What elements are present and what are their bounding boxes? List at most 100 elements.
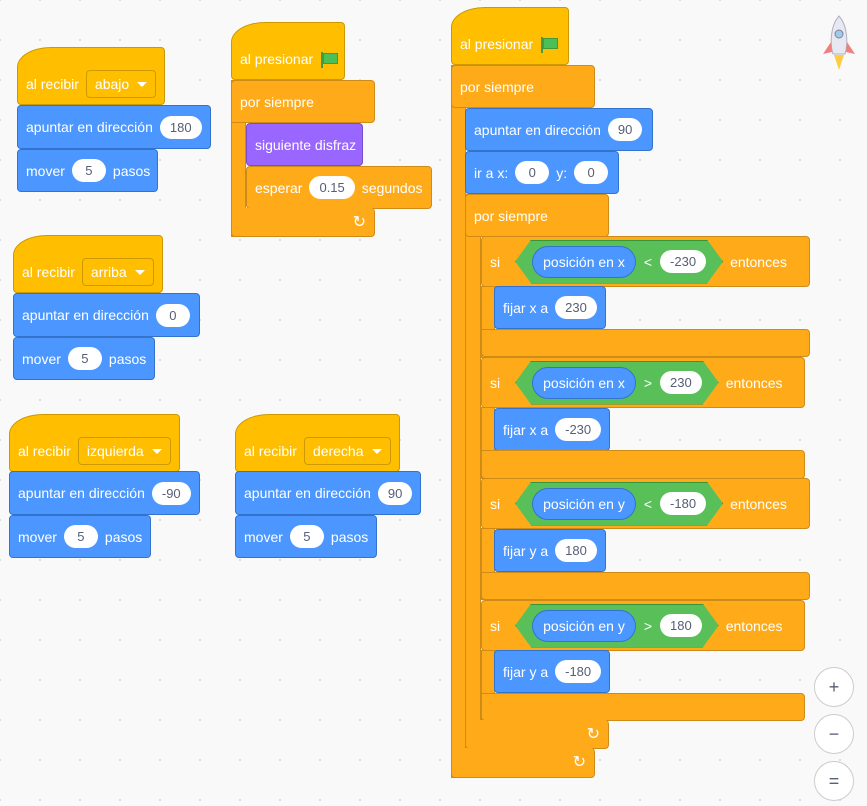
value-input[interactable]: 230: [555, 296, 597, 319]
label: si: [490, 617, 501, 634]
label: ir a x:: [474, 164, 509, 181]
zoom-reset-button[interactable]: =: [814, 761, 854, 801]
label: pasos: [104, 528, 143, 545]
message-dropdown[interactable]: abajo: [85, 70, 157, 98]
dropdown-value: derecha: [312, 443, 364, 459]
label: pasos: [108, 350, 147, 367]
when-receive-hat[interactable]: al recibir derecha: [235, 414, 400, 472]
message-dropdown[interactable]: izquierda: [77, 437, 171, 465]
loop-arrow-icon: ↻: [586, 726, 600, 743]
label: siguiente disfraz: [255, 136, 357, 153]
message-dropdown[interactable]: derecha: [303, 437, 391, 465]
value-input[interactable]: 180: [555, 539, 597, 562]
label: fijar x a: [503, 299, 549, 316]
direction-input[interactable]: 90: [377, 481, 412, 505]
go-to-xy-block[interactable]: ir a x: 0 y: 0: [465, 151, 619, 194]
zoom-in-button[interactable]: +: [814, 667, 854, 707]
y-input[interactable]: 0: [574, 161, 609, 184]
x-position-reporter[interactable]: posición en x: [532, 246, 636, 278]
label: al recibir: [26, 76, 79, 92]
when-flag-clicked-hat[interactable]: al presionar: [451, 7, 569, 65]
loop-arrow-icon: ↻: [572, 754, 586, 771]
compare-input[interactable]: -230: [660, 250, 706, 273]
steps-input[interactable]: 5: [67, 347, 102, 370]
direction-input[interactable]: 180: [159, 115, 202, 139]
label: entonces: [730, 253, 787, 270]
y-position-reporter[interactable]: posición en y: [532, 488, 636, 520]
forever-block[interactable]: por siempre: [231, 80, 375, 123]
steps-input[interactable]: 5: [289, 525, 324, 548]
next-costume-block[interactable]: siguiente disfraz: [246, 123, 363, 166]
compare-input[interactable]: 180: [660, 614, 702, 637]
if-bottom: [481, 693, 805, 721]
direction-input[interactable]: 90: [607, 118, 643, 141]
when-receive-hat[interactable]: al recibir abajo: [17, 47, 165, 105]
operator-symbol: >: [643, 374, 653, 391]
seconds-input[interactable]: 0.15: [309, 176, 355, 199]
label: al recibir: [18, 443, 71, 459]
move-block[interactable]: mover 5 pasos: [17, 149, 158, 192]
direction-input[interactable]: 0: [155, 303, 190, 327]
label: apuntar en dirección: [18, 485, 145, 501]
label: apuntar en dirección: [22, 307, 149, 323]
label: segundos: [361, 179, 423, 196]
steps-input[interactable]: 5: [63, 525, 98, 548]
steps-input[interactable]: 5: [71, 159, 106, 182]
value-input[interactable]: -180: [555, 660, 601, 683]
point-direction-block[interactable]: apuntar en dirección -90: [9, 471, 200, 515]
label: al recibir: [244, 443, 297, 459]
set-x-block[interactable]: fijar x a-230: [494, 408, 610, 451]
x-position-reporter[interactable]: posición en x: [532, 367, 636, 399]
move-block[interactable]: mover 5 pasos: [9, 515, 151, 558]
zoom-out-icon: −: [828, 723, 840, 744]
label: mover: [18, 528, 57, 545]
label: si: [490, 495, 501, 512]
when-receive-hat[interactable]: al recibir izquierda: [9, 414, 180, 472]
value-input[interactable]: -230: [555, 418, 601, 441]
if-block[interactable]: si posición en x<-230 entonces: [481, 236, 810, 287]
label: mover: [26, 162, 65, 179]
compare-input[interactable]: -180: [660, 492, 706, 515]
label: pasos: [330, 528, 369, 545]
dropdown-value: izquierda: [86, 443, 144, 459]
forever-block[interactable]: por siempre: [451, 65, 595, 108]
y-position-reporter[interactable]: posición en y: [532, 610, 636, 642]
zoom-reset-icon: =: [828, 770, 840, 791]
set-y-block[interactable]: fijar y a-180: [494, 650, 610, 693]
less-than-operator[interactable]: posición en x<-230: [515, 240, 723, 284]
zoom-out-button[interactable]: −: [814, 714, 854, 754]
less-than-operator[interactable]: posición en y < -180: [515, 482, 723, 526]
sprite-rocket-icon: [823, 15, 855, 70]
dropdown-value: abajo: [94, 76, 130, 92]
operator-symbol: <: [643, 495, 653, 512]
compare-input[interactable]: 230: [660, 371, 702, 394]
when-flag-clicked-hat[interactable]: al presionar: [231, 22, 345, 80]
label: por siempre: [474, 207, 548, 224]
greater-than-operator[interactable]: posición en y>180: [515, 604, 719, 648]
label: pasos: [112, 162, 151, 179]
greater-than-operator[interactable]: posición en x >230: [515, 361, 719, 405]
label: si: [490, 253, 501, 270]
inner-forever-block[interactable]: por siempre: [465, 194, 609, 237]
x-input[interactable]: 0: [515, 161, 550, 184]
label: y:: [556, 164, 568, 181]
point-direction-block[interactable]: apuntar en dirección 0: [13, 293, 200, 337]
label: al presionar: [240, 51, 314, 67]
direction-input[interactable]: -90: [151, 481, 191, 505]
message-dropdown[interactable]: arriba: [81, 258, 154, 286]
label: al presionar: [460, 36, 534, 52]
set-x-block[interactable]: fijar x a 230: [494, 286, 606, 329]
loop-arrow-icon: ↻: [352, 214, 366, 231]
if-bottom: [481, 572, 810, 600]
